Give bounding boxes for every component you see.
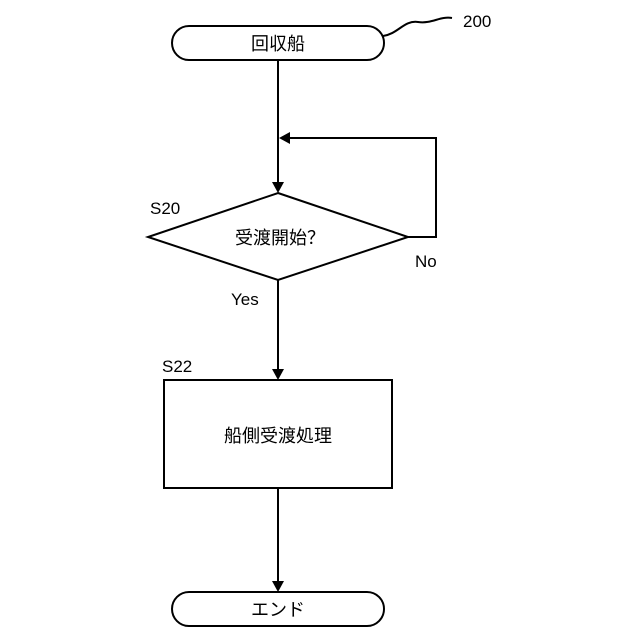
decision-label: 受渡開始？ xyxy=(235,228,325,249)
reference-leader-line xyxy=(383,18,452,36)
no-branch-label: No xyxy=(415,252,437,271)
yes-branch-label: Yes xyxy=(231,290,259,309)
reference-number: 200 xyxy=(463,12,491,31)
decision-step-number: S20 xyxy=(150,199,180,218)
arrowhead-loop-return xyxy=(279,132,290,144)
process-label: 船側受渡処理 xyxy=(224,426,332,447)
arrowhead-into-decision xyxy=(272,182,284,193)
process-step-number: S22 xyxy=(162,357,192,376)
arrowhead-into-process xyxy=(272,369,284,380)
end-label: エンド xyxy=(251,600,305,621)
arrowhead-into-end xyxy=(272,581,284,592)
start-label: 回収船 xyxy=(251,34,305,55)
